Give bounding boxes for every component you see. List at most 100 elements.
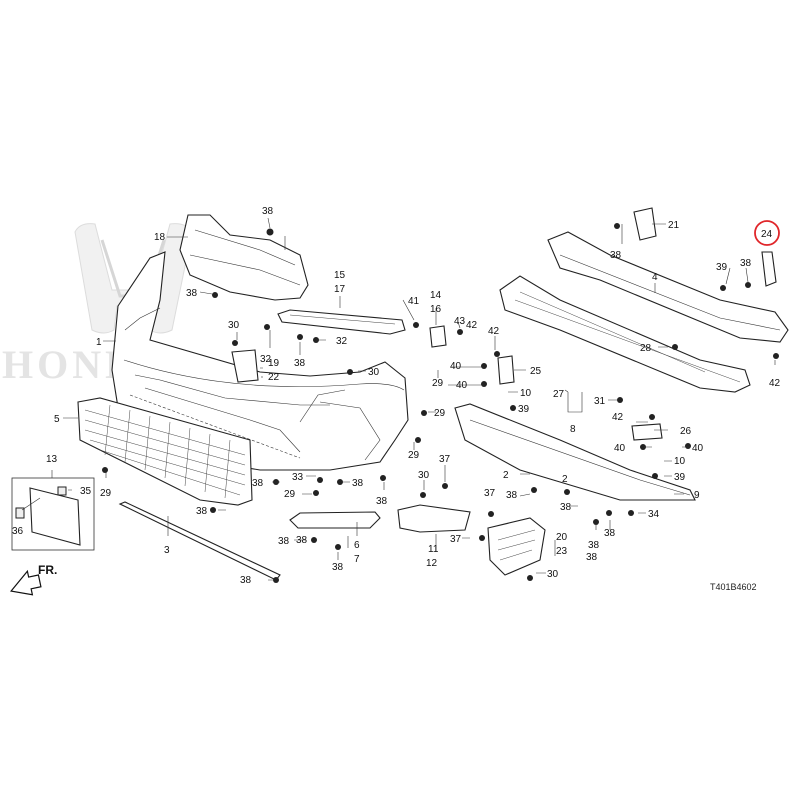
callout-38: 38 <box>240 575 252 586</box>
callout-29: 29 <box>434 408 446 419</box>
callout-38: 38 <box>610 250 622 261</box>
bolt-42 <box>494 351 500 357</box>
callout-30: 30 <box>368 367 380 378</box>
clip-37 <box>479 535 485 541</box>
clip-30 <box>232 340 238 346</box>
clip-38 <box>337 479 343 485</box>
callout-labels: 38 18 38 21 38 24 39 38 4 15 17 41 14 16… <box>12 206 781 586</box>
clip-38 <box>593 519 599 525</box>
callout-38: 38 <box>252 478 264 489</box>
callout-10: 10 <box>520 388 532 399</box>
clip-38 <box>531 487 537 493</box>
callout-2: 2 <box>503 470 509 481</box>
bolt-31 <box>617 397 623 403</box>
clip-37 <box>442 483 448 489</box>
callout-38: 38 <box>588 540 600 551</box>
clip-38 <box>212 292 218 298</box>
callout-12: 12 <box>426 558 438 569</box>
callout-29: 29 <box>100 488 112 499</box>
clip-38 <box>745 282 751 288</box>
clip-38 <box>311 537 317 543</box>
callout-38: 38 <box>560 502 572 513</box>
clip-43 <box>457 329 463 335</box>
callout-40: 40 <box>450 361 462 372</box>
clip-32 <box>264 324 270 330</box>
screw-35 <box>57 486 67 496</box>
clip-36 <box>15 507 25 519</box>
callout-3: 3 <box>164 545 170 556</box>
callout-38: 38 <box>506 490 518 501</box>
bumper-beam <box>499 275 751 393</box>
callout-36: 36 <box>12 526 24 537</box>
callout-32: 32 <box>336 336 348 347</box>
callout-18: 18 <box>154 232 166 243</box>
clip-38 <box>266 228 274 236</box>
bumper-absorber <box>547 231 789 343</box>
lower-side-bracket <box>397 504 471 533</box>
clip-29 <box>421 410 427 416</box>
callout-34: 34 <box>648 509 660 520</box>
clip-30 <box>420 492 426 498</box>
clip-40 <box>481 381 487 387</box>
callout-35: 35 <box>80 486 92 497</box>
callout-42: 42 <box>769 378 781 389</box>
callout-4: 4 <box>652 272 658 283</box>
callout-38: 38 <box>604 528 616 539</box>
callout-38: 38 <box>332 562 344 573</box>
bolt-42 <box>773 353 779 359</box>
callout-27: 27 <box>553 389 565 400</box>
callout-22: 22 <box>268 372 280 383</box>
callout-42: 42 <box>466 320 478 331</box>
callout-20: 20 <box>556 532 568 543</box>
clip-38 <box>273 577 279 583</box>
callout-38: 38 <box>352 478 364 489</box>
callout-13: 13 <box>46 454 58 465</box>
callout-37: 37 <box>484 488 496 499</box>
arrow-icon <box>10 569 42 596</box>
callout-41: 41 <box>408 296 420 307</box>
callout-19: 19 <box>268 358 280 369</box>
side-bracket-19 <box>231 349 259 383</box>
front-grille <box>77 397 253 506</box>
callout-40: 40 <box>692 443 704 454</box>
callout-39: 39 <box>518 404 530 415</box>
callout-38: 38 <box>586 552 598 563</box>
callout-38: 38 <box>262 206 274 217</box>
callout-21: 21 <box>668 220 680 231</box>
callout-2: 2 <box>562 474 568 485</box>
clip-29 <box>415 437 421 443</box>
callout-30: 30 <box>418 470 430 481</box>
clip-39 <box>652 473 658 479</box>
callout-42: 42 <box>612 412 624 423</box>
callout-39: 39 <box>716 262 728 273</box>
upper-reinforcement-strip <box>277 309 406 335</box>
lower-molding-strip <box>118 501 281 581</box>
group-box-13 <box>11 477 95 551</box>
callout-1: 1 <box>96 337 102 348</box>
callout-30: 30 <box>228 320 240 331</box>
clip-30 <box>347 369 353 375</box>
clip-38 <box>614 223 620 229</box>
callout-31: 31 <box>594 396 606 407</box>
callout-24: 24 <box>761 229 773 240</box>
side-trim <box>289 511 381 529</box>
callout-16: 16 <box>430 304 442 315</box>
clip-40 <box>685 443 691 449</box>
retainer-26 <box>631 423 663 441</box>
callout-7: 7 <box>354 554 360 565</box>
retainer-25 <box>497 355 515 385</box>
callout-33: 33 <box>292 472 304 483</box>
clip-14 <box>429 325 447 348</box>
callout-8: 8 <box>570 424 576 435</box>
fog-light-garnish <box>487 517 546 576</box>
callout-39: 39 <box>674 472 686 483</box>
clip-30 <box>527 575 533 581</box>
callout-25: 25 <box>530 366 542 377</box>
callout-10: 10 <box>674 456 686 467</box>
lower-splash-cover <box>454 403 696 501</box>
clip-37 <box>488 511 494 517</box>
callout-32: 32 <box>260 354 272 365</box>
callout-43: 43 <box>454 316 466 327</box>
clip-39 <box>510 405 516 411</box>
